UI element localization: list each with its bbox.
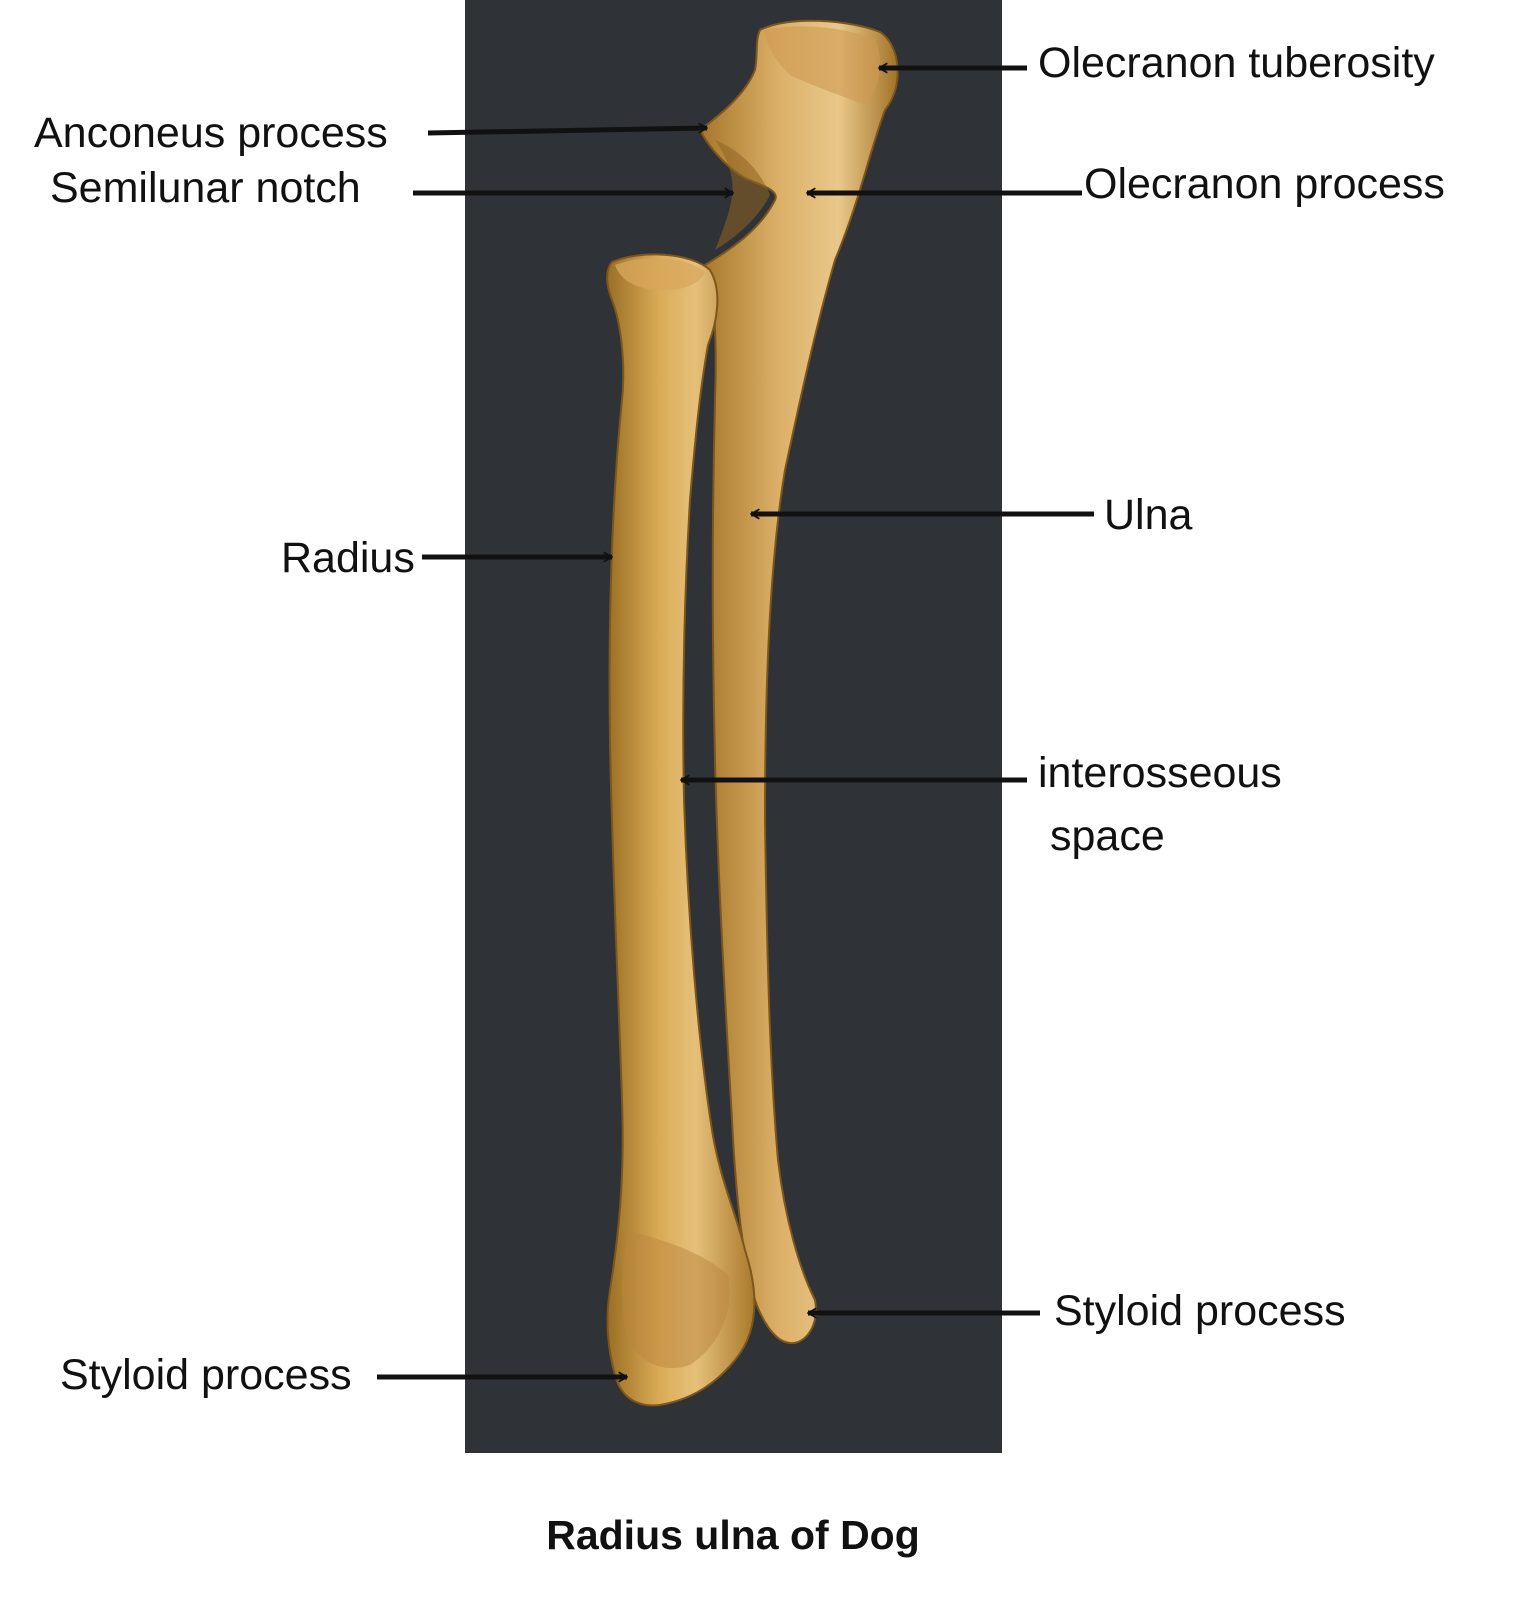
label-semilunar-notch: Semilunar notch [50,164,361,212]
label-radius: Radius [281,534,415,582]
label-olecranon-process: Olecranon process [1084,160,1445,208]
label-styloid-process-radius: Styloid process [60,1351,352,1399]
radius-bone [606,253,756,1407]
label-anconeus-process: Anconeus process [34,109,388,157]
radial-head-surface [615,258,705,291]
ulna-bone [698,19,899,1345]
label-interosseous-line2: space [1050,812,1165,860]
semilunar-notch-shadow [715,140,770,250]
figure-caption: Radius ulna of Dog [546,1512,920,1558]
olecranon-surface [765,26,881,105]
label-interosseous-line1: interosseous [1038,749,1282,797]
radius-distal-texture [622,1230,730,1369]
arrow-anconeus-process [427,122,708,136]
label-ulna: Ulna [1104,491,1193,539]
label-styloid-process-ulna: Styloid process [1054,1287,1346,1335]
label-olecranon-tuberosity: Olecranon tuberosity [1038,39,1435,87]
